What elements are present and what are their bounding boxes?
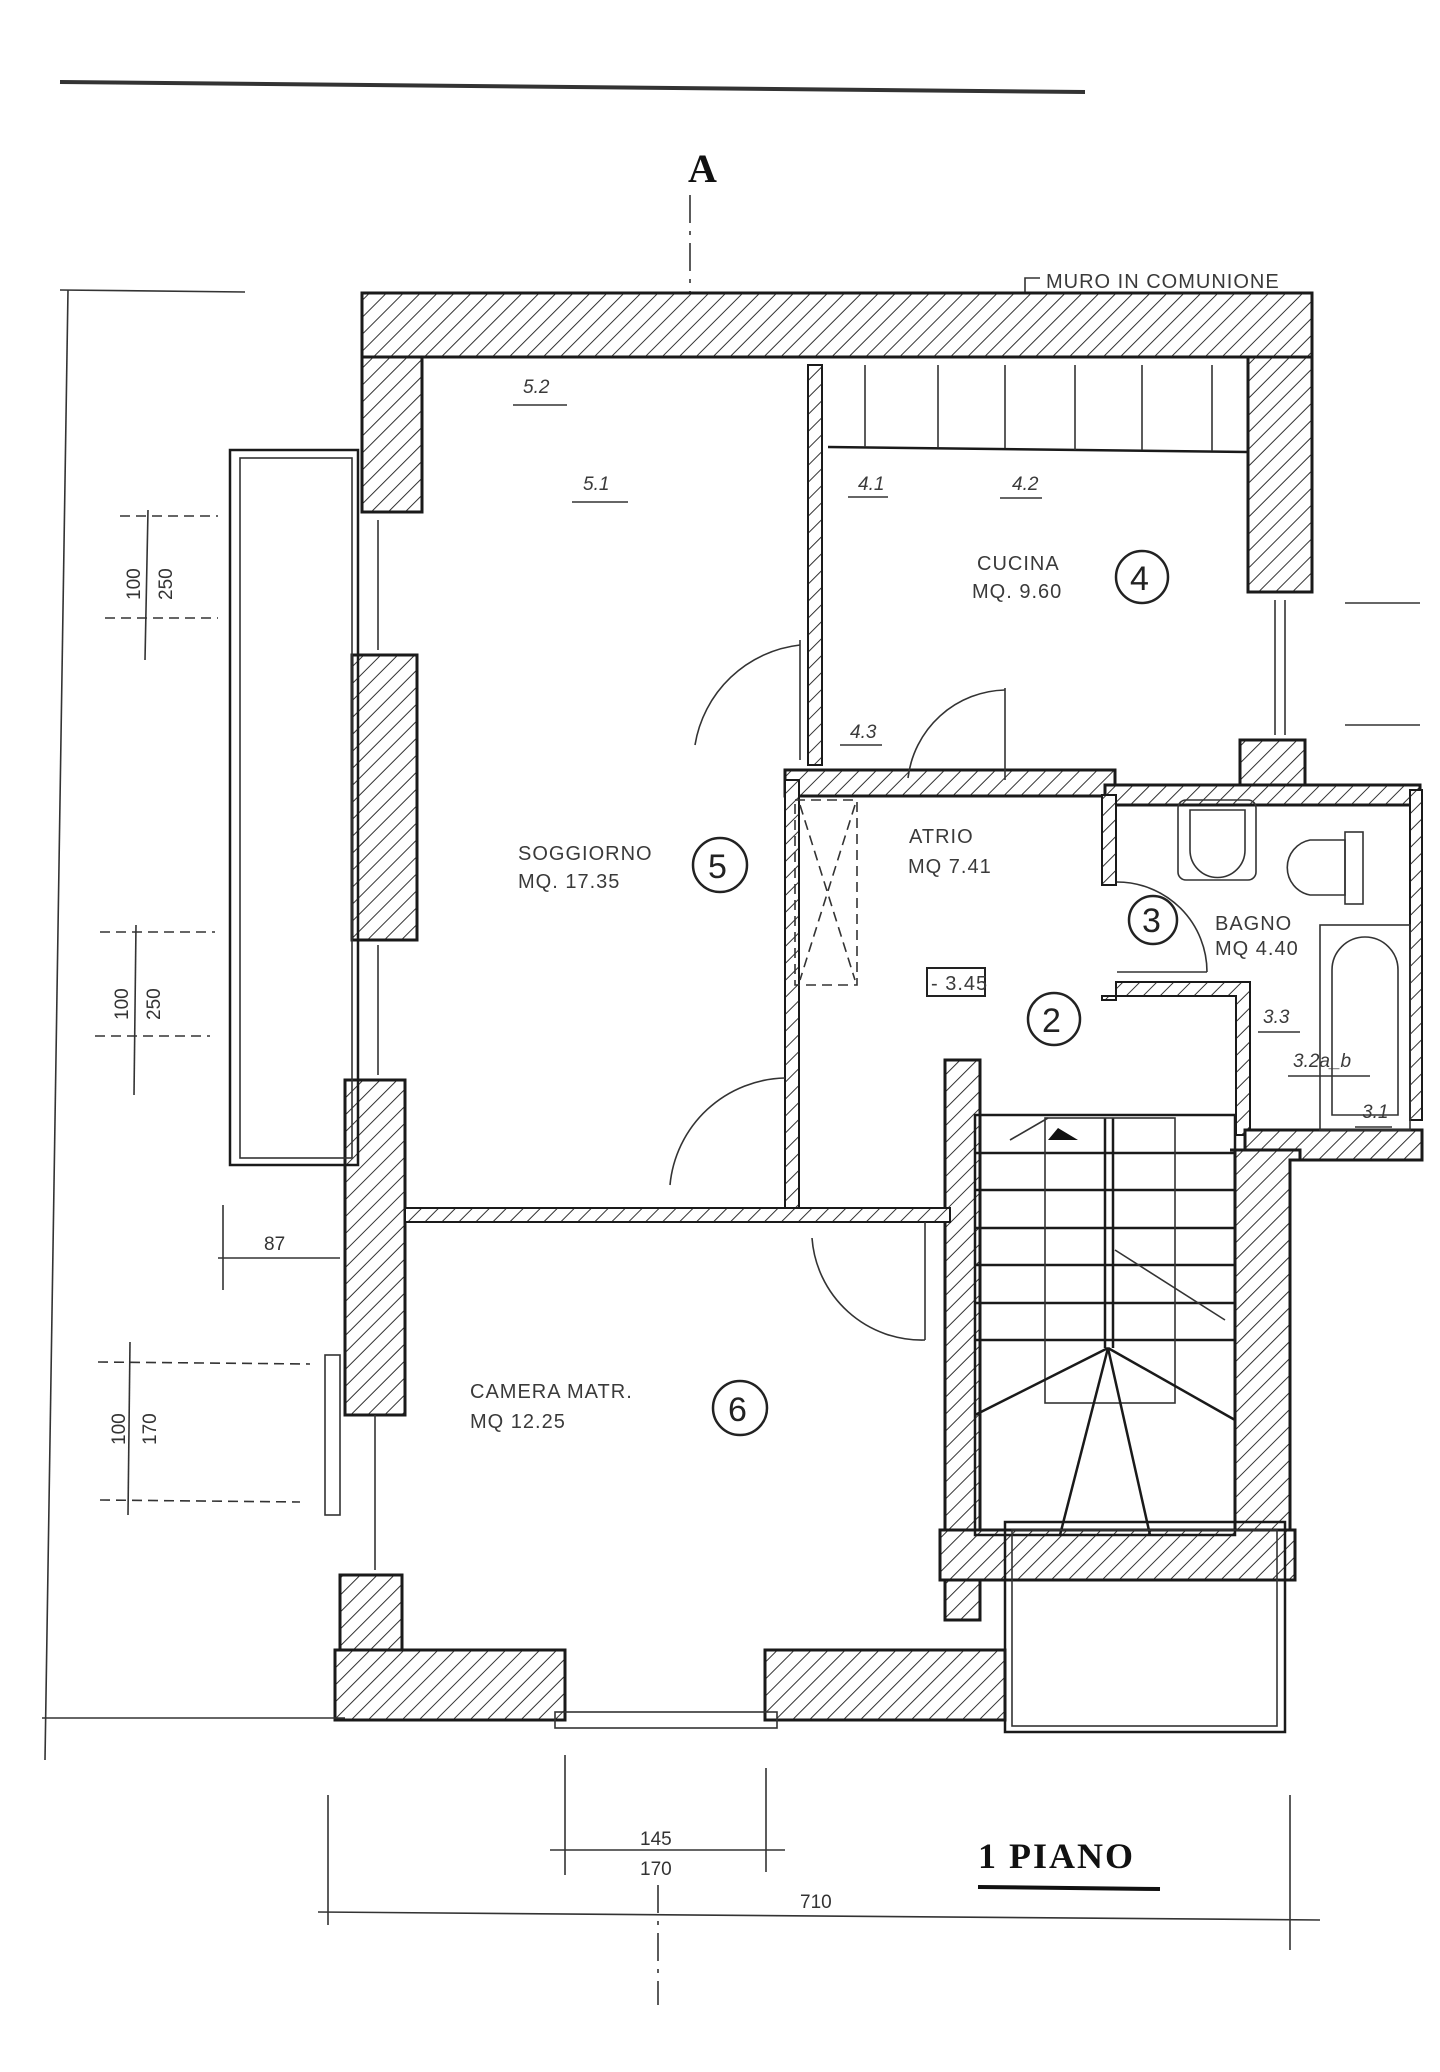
- svg-text:MQ 4.40: MQ 4.40: [1215, 938, 1299, 960]
- svg-text:6: 6: [728, 1391, 747, 1429]
- svg-text:BAGNO: BAGNO: [1215, 913, 1292, 935]
- walls: [333, 291, 1424, 1722]
- svg-text:MQ 7.41: MQ 7.41: [908, 856, 992, 878]
- svg-text:MQ. 9.60: MQ. 9.60: [972, 581, 1062, 603]
- svg-text:5.2: 5.2: [523, 377, 550, 398]
- dimension-total-width: 710: [317, 1795, 1321, 1950]
- atrio-closet: [794, 799, 858, 986]
- svg-text:100: 100: [109, 1413, 130, 1445]
- room-number-badge: [711, 1379, 769, 1437]
- room-soggiorno: SOGGIORNO MQ. 17.35 5: [518, 836, 749, 894]
- dimension-window-top: 100 250: [105, 509, 218, 661]
- room-cucina: CUCINA MQ. 9.60 4: [972, 549, 1170, 605]
- svg-text:4.3: 4.3: [850, 722, 877, 743]
- svg-text:3.2a_b: 3.2a_b: [1293, 1051, 1351, 1072]
- dimension-window-mid: 100 250: [95, 924, 215, 1096]
- svg-text:MQ 12.25: MQ 12.25: [470, 1411, 566, 1433]
- bathroom-fixtures: [1177, 799, 1411, 1131]
- svg-text:1 PIANO: 1 PIANO: [978, 1836, 1135, 1876]
- level-mark: - 3.45: [931, 973, 988, 995]
- svg-text:SOGGIORNO: SOGGIORNO: [518, 843, 653, 865]
- svg-text:250: 250: [144, 988, 165, 1020]
- dimension-offset-87: 87: [218, 1205, 340, 1290]
- svg-text:CAMERA MATR.: CAMERA MATR.: [470, 1381, 633, 1403]
- svg-text:4.2: 4.2: [1012, 474, 1039, 495]
- balcony: [228, 448, 360, 1167]
- svg-text:ATRIO: ATRIO: [909, 826, 974, 848]
- room-camera: CAMERA MATR. MQ 12.25 6: [470, 1379, 769, 1437]
- dimension-bottom-window: 145 170: [550, 1755, 785, 1880]
- shared-wall-label: MURO IN COMUNIONE: [1046, 271, 1280, 293]
- room-bagno: 3 BAGNO MQ 4.40: [1127, 894, 1299, 960]
- svg-text:100: 100: [112, 988, 133, 1020]
- svg-text:2: 2: [1042, 1002, 1061, 1040]
- kitchen-window: [1274, 600, 1420, 735]
- svg-text:87: 87: [264, 1234, 285, 1255]
- svg-text:4: 4: [1130, 560, 1149, 598]
- bedroom-bottom-window: [554, 1711, 778, 1729]
- svg-text:3: 3: [1142, 902, 1161, 940]
- svg-text:4.1: 4.1: [858, 474, 884, 495]
- room-number-badge: [1114, 549, 1170, 605]
- svg-text:250: 250: [156, 568, 177, 600]
- room-number-badge: [691, 836, 749, 894]
- svg-text:CUCINA: CUCINA: [977, 553, 1060, 575]
- svg-text:MQ. 17.35: MQ. 17.35: [518, 871, 620, 893]
- sub-area-labels: 5.2 5.1 4.1 4.2 4.3 3.3 3.2a_b 3.1: [513, 377, 1392, 1128]
- top-border-line: [59, 80, 1086, 94]
- floor-title: 1 PIANO: [977, 1836, 1161, 1891]
- svg-text:145: 145: [640, 1829, 672, 1850]
- svg-text:3.1: 3.1: [1362, 1102, 1388, 1123]
- svg-text:170: 170: [640, 1859, 672, 1880]
- bedroom-window: [324, 1354, 341, 1516]
- kitchen-counter: [827, 365, 1249, 454]
- svg-text:710: 710: [800, 1892, 832, 1913]
- staircase: [973, 1113, 1237, 1537]
- room-number-badge: [1127, 894, 1179, 946]
- door-swings: [669, 640, 1208, 1341]
- room-number-badge: [1026, 991, 1082, 1047]
- level-mark-box: [926, 967, 986, 997]
- room-atrio: ATRIO MQ 7.41 2 - 3.45: [908, 826, 1082, 1047]
- svg-text:5: 5: [708, 848, 727, 886]
- bottom-right-terrace: [1003, 1520, 1287, 1734]
- svg-text:100: 100: [124, 568, 145, 600]
- section-label: A: [688, 146, 717, 191]
- svg-text:170: 170: [140, 1413, 161, 1445]
- svg-text:3.3: 3.3: [1263, 1007, 1290, 1028]
- dimension-window-low: 100 170: [97, 1341, 311, 1516]
- svg-text:5.1: 5.1: [583, 474, 609, 495]
